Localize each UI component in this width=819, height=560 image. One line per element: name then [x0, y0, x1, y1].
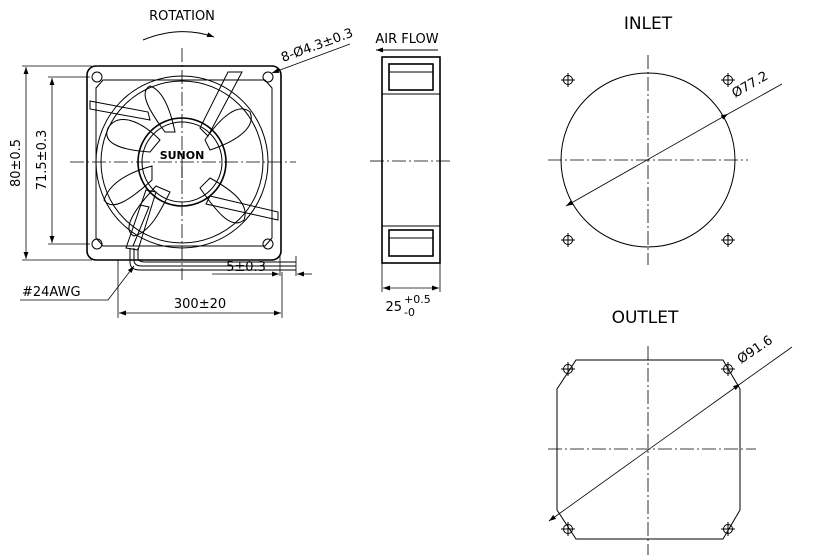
outlet-hole-marker	[721, 362, 735, 376]
outlet-diameter-dim-extension	[739, 346, 793, 385]
outlet-diameter-label: Ø91.6	[735, 333, 776, 367]
lead-length-dim-label: 300±20	[174, 297, 226, 312]
fan-blade	[199, 177, 246, 224]
fan-blade	[144, 85, 176, 133]
fan-spoke-wire-channel-inner	[132, 204, 150, 247]
fan-blade	[106, 119, 161, 153]
fan-blades	[103, 85, 252, 237]
fan-spoke	[205, 195, 279, 221]
inlet-hole-marker	[561, 233, 575, 247]
inlet-diameter-dim-extension	[727, 83, 783, 115]
lead-wire	[137, 248, 280, 263]
side-view: AIR FLOW 25 +0.5 -0	[370, 32, 452, 319]
inlet-hole-marker	[721, 233, 735, 247]
outlet-mounting-holes	[561, 362, 735, 536]
hole-spec-label: 8-Ø4.3±0.3	[279, 26, 355, 66]
mounting-hole-top-left	[91, 71, 103, 83]
fan-spoke	[89, 100, 151, 121]
rotation-label: ROTATION	[149, 9, 215, 24]
outlet-view: OUTLET Ø91.6	[548, 308, 793, 555]
wire-gauge-leader	[20, 265, 135, 301]
fan-blade	[103, 165, 153, 206]
thickness-tolerance-upper: +0.5	[404, 293, 431, 306]
side-rib-top	[388, 63, 434, 91]
inlet-hole-marker	[721, 73, 735, 87]
inlet-diameter-label: Ø77.2	[730, 69, 771, 102]
mounting-hole-bottom-right	[262, 238, 274, 250]
outlet-title: OUTLET	[612, 308, 679, 328]
thickness-main-label: 25	[385, 300, 402, 315]
inlet-hole-marker	[561, 73, 575, 87]
brand-label: SUNON	[160, 149, 205, 162]
wire-gauge-label: #24AWG	[22, 285, 81, 300]
fan-frame-outline	[86, 65, 282, 261]
lead-wire-end	[280, 261, 296, 271]
outlet-hole-marker	[561, 522, 575, 536]
hole-spacing-dim-label: 71.5±0.3	[35, 130, 50, 191]
fan-blade	[128, 185, 171, 237]
side-housing-outline	[381, 56, 441, 264]
rotation-arrow	[142, 31, 215, 41]
hole-spec-leader	[271, 43, 351, 74]
mounting-holes	[91, 71, 274, 250]
lead-wire	[133, 248, 280, 267]
inlet-view: INLET Ø77.2	[548, 14, 783, 265]
outlet-diameter-dim-line	[548, 383, 741, 522]
fan-frame-inner-outline	[95, 79, 273, 247]
side-rib-bottom	[388, 229, 434, 257]
outlet-hole-marker	[721, 522, 735, 536]
outlet-hole-marker	[561, 362, 575, 376]
fan-blade	[204, 108, 252, 151]
strip-length-dim-label: 5±0.3	[226, 260, 266, 275]
lead-wires	[129, 248, 296, 271]
mounting-hole-top-right	[262, 71, 274, 83]
front-view: SUNON ROTATION 8-Ø4.3±0.3 80±0.5 71.5±0.…	[9, 9, 355, 318]
inlet-mounting-holes	[561, 73, 735, 247]
height-dim-label: 80±0.5	[9, 139, 24, 187]
mounting-hole-bottom-left	[91, 238, 103, 250]
thickness-tolerance-lower: -0	[404, 306, 415, 319]
inlet-title: INLET	[624, 14, 673, 34]
fan-spoke	[199, 71, 243, 137]
airflow-label: AIR FLOW	[375, 32, 438, 47]
inlet-diameter-dim-line	[565, 113, 729, 207]
